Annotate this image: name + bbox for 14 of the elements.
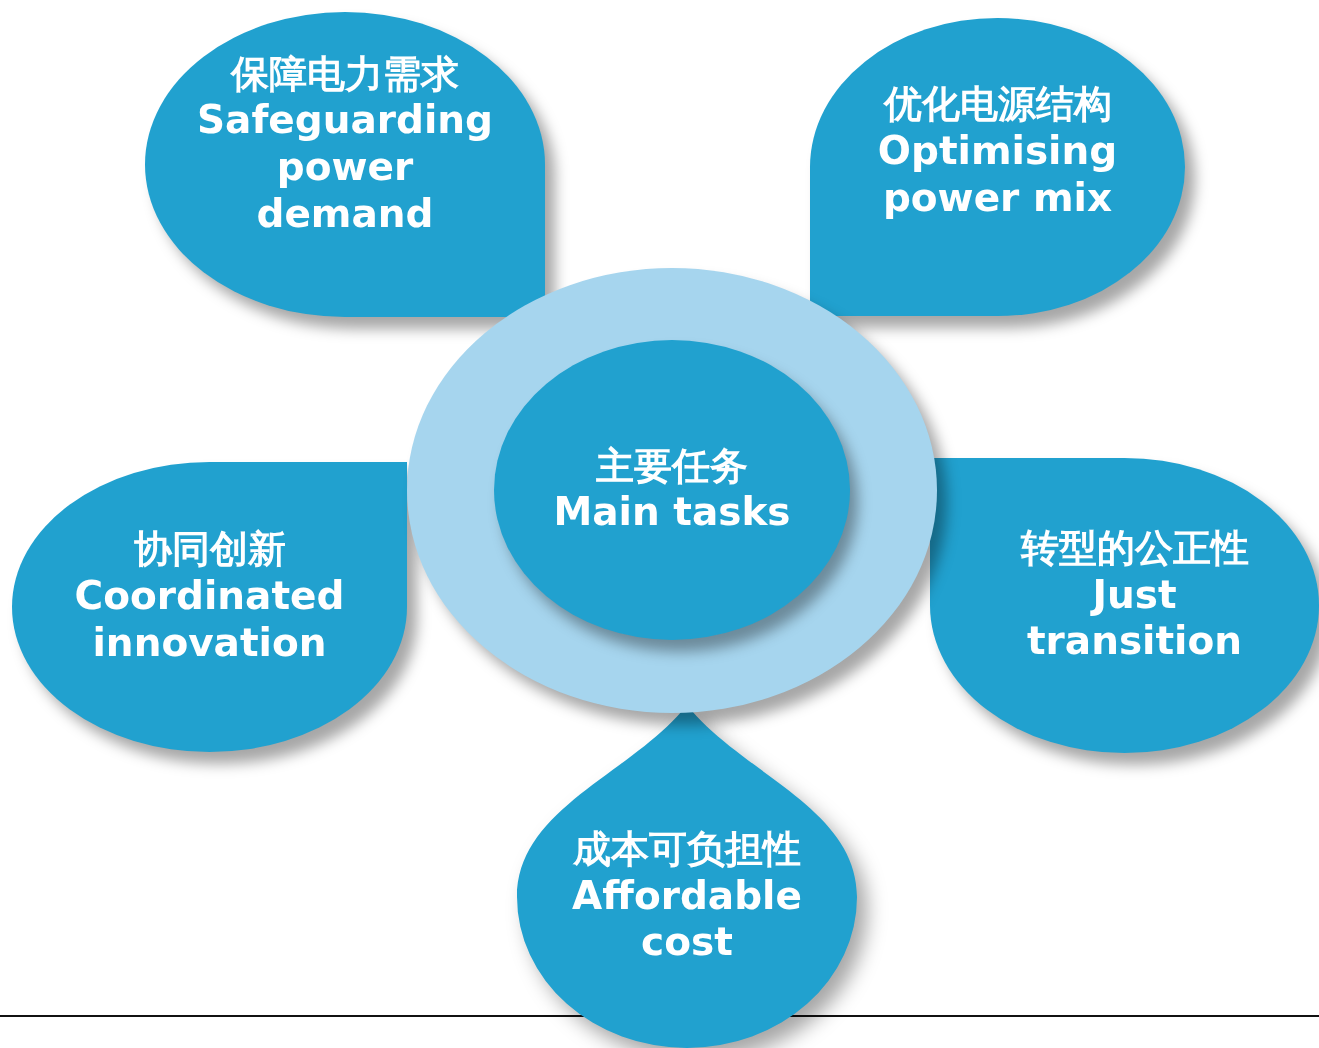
petal-shape [930,458,1319,753]
petal-shape [12,462,407,752]
english-label: Safeguarding power demand [196,97,494,238]
chinese-heading: 保障电力需求 [231,51,459,98]
chinese-heading: 成本可负担性 [573,826,801,873]
chinese-heading: 优化电源结构 [883,82,1112,128]
english-label: Main tasks [553,489,791,537]
chinese-heading: 协同创新 [133,527,286,573]
chinese-heading: 转型的公正性 [1020,525,1249,572]
english-label: Coordinated innovation [73,573,346,667]
english-label: Optimising power mix [876,128,1119,222]
chinese-heading: 主要任务 [596,443,748,490]
english-label: Affordable cost [571,872,803,967]
english-label: Just transition [1025,571,1244,666]
